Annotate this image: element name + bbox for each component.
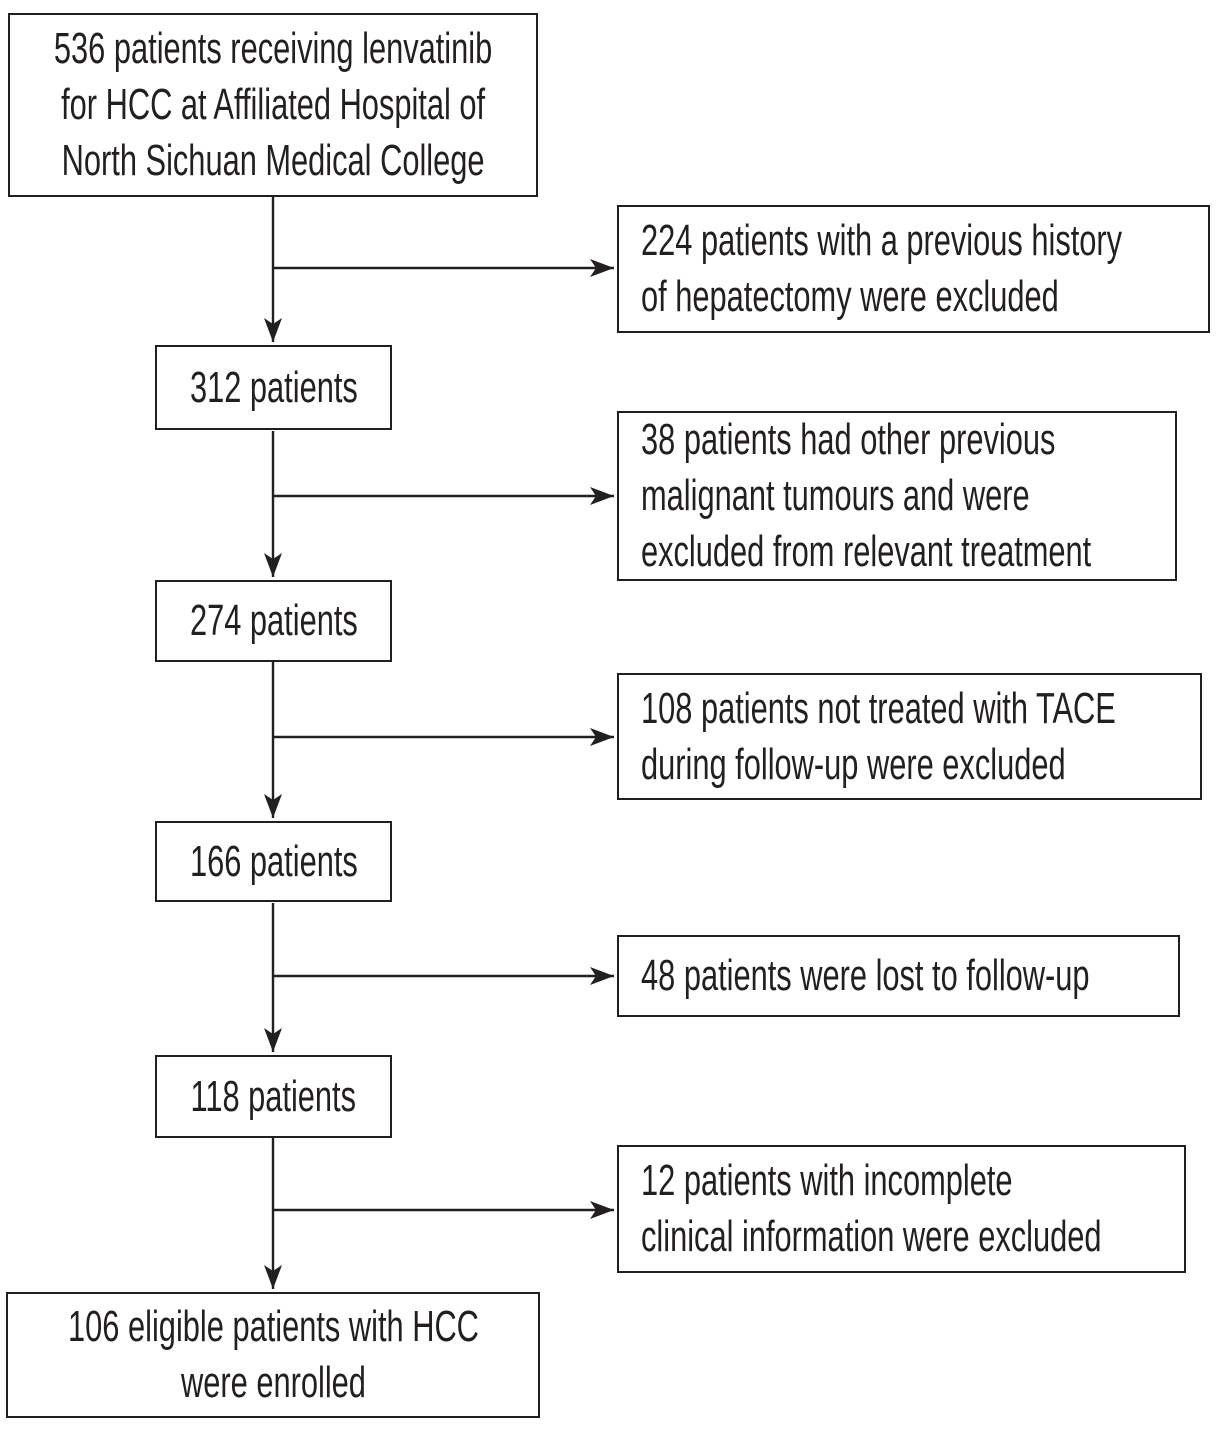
node-enrolled-label: 106 eligible patients with HCC were enro… (67, 1302, 479, 1407)
node-exclusion-incomplete-info: 12 patients with incomplete clinical inf… (617, 1145, 1186, 1273)
node-exclusion-no-tace: 108 patients not treated with TACE durin… (617, 673, 1202, 800)
node-start-label: 536 patients receiving lenvatinib for HC… (53, 24, 493, 185)
node-enrolled: 106 eligible patients with HCC were enro… (6, 1292, 540, 1418)
node-exclusion-hepatectomy-label: 224 patients with a previous history of … (641, 216, 1123, 321)
node-118-patients: 118 patients (155, 1055, 392, 1138)
node-312-patients-label: 312 patients (189, 362, 358, 412)
node-118-patients-label: 118 patients (190, 1071, 357, 1121)
node-274-patients: 274 patients (155, 580, 392, 662)
node-exclusion-other-malignancy-label: 38 patients had other previous malignant… (641, 415, 1092, 576)
node-166-patients-label: 166 patients (189, 836, 358, 886)
node-exclusion-no-tace-label: 108 patients not treated with TACE durin… (641, 683, 1116, 789)
node-274-patients-label: 274 patients (189, 596, 358, 645)
node-exclusion-other-malignancy: 38 patients had other previous malignant… (617, 411, 1177, 581)
node-166-patients: 166 patients (155, 821, 392, 902)
node-exclusion-incomplete-info-label: 12 patients with incomplete clinical inf… (641, 1156, 1102, 1261)
node-exclusion-lost-followup-label: 48 patients were lost to follow-up (641, 951, 1090, 1000)
node-start: 536 patients receiving lenvatinib for HC… (8, 13, 538, 197)
node-exclusion-lost-followup: 48 patients were lost to follow-up (617, 935, 1180, 1017)
node-exclusion-hepatectomy: 224 patients with a previous history of … (617, 205, 1210, 333)
node-312-patients: 312 patients (155, 345, 392, 430)
